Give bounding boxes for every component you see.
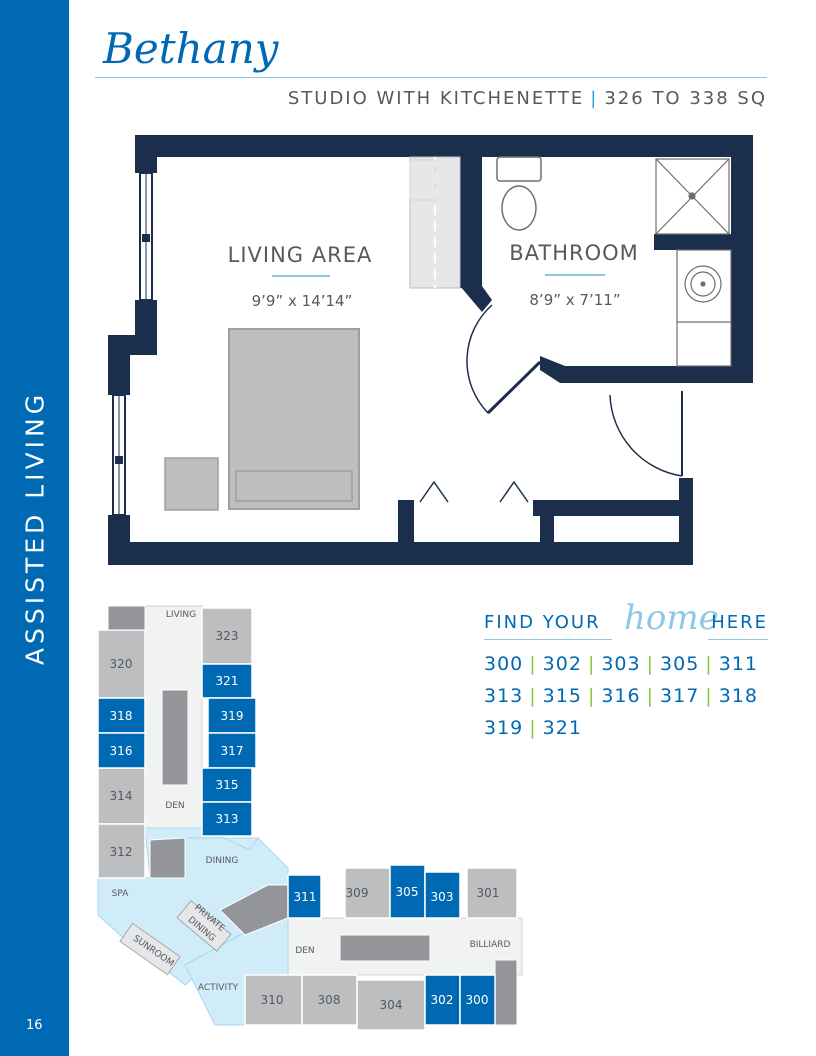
- unit-302: 302: [431, 993, 454, 1007]
- subtitle-separator: |: [590, 88, 599, 109]
- unit-number: 311: [718, 653, 758, 675]
- kitchenette: [409, 156, 461, 289]
- unit-311: 311: [294, 890, 317, 904]
- walls: [108, 135, 753, 565]
- unit-321: 321: [216, 674, 239, 688]
- unit-312: 312: [110, 845, 133, 859]
- find-home-word-3: HERE: [711, 612, 768, 633]
- heading-rule-left: [484, 639, 612, 640]
- bathroom-label: BATHROOM: [509, 241, 639, 265]
- unit-313: 313: [216, 812, 239, 826]
- find-home-heading: FIND YOUR home HERE: [484, 598, 768, 640]
- den-2-label: DEN: [295, 946, 314, 956]
- unit-type: STUDIO WITH KITCHENETTE: [287, 88, 585, 109]
- unit-separator: |: [705, 685, 713, 707]
- activity-label: ACTIVITY: [198, 983, 239, 993]
- title-divider: [95, 77, 767, 78]
- unit-300: 300: [466, 993, 489, 1007]
- nightstand: [164, 457, 219, 511]
- unit-number: 316: [601, 685, 641, 707]
- unit-number: 317: [660, 685, 700, 707]
- unit-number: 315: [542, 685, 582, 707]
- unit-323: 323: [216, 629, 239, 643]
- unit-separator: |: [529, 685, 537, 707]
- unit-304: 304: [380, 998, 403, 1012]
- page-subtitle: STUDIO WITH KITCHENETTE|326 TO 338 SQ: [288, 88, 767, 109]
- doors: [419, 304, 683, 503]
- bathroom-dims: 8’9” x 7’11”: [529, 291, 620, 309]
- unit-310: 310: [261, 993, 284, 1007]
- unit-size: 326 TO 338 SQ: [604, 88, 767, 109]
- gray-blocks: [97, 607, 518, 1031]
- unit-315: 315: [216, 778, 239, 792]
- living-room-label: LIVING: [166, 610, 196, 620]
- unit-305: 305: [396, 885, 419, 899]
- unit-separator: |: [646, 653, 655, 675]
- unit-number: 313: [484, 685, 524, 707]
- living-area-dims: 9’9” x 14’14”: [252, 292, 353, 310]
- unit-number: 319: [484, 717, 524, 739]
- unit-separator: |: [529, 653, 537, 675]
- unit-301: 301: [477, 886, 500, 900]
- heading-rule-right: [708, 639, 768, 640]
- find-home-word-2: home: [624, 598, 719, 638]
- unit-number: 303: [601, 653, 641, 675]
- small-rooms: [119, 900, 232, 976]
- unit-separator: |: [587, 685, 596, 707]
- billiard-label: BILLIARD: [470, 940, 511, 950]
- find-home-word-1: FIND YOUR: [484, 612, 601, 633]
- available-units: [97, 663, 496, 1026]
- unit-separator: |: [646, 685, 655, 707]
- shower: [655, 158, 730, 235]
- unit-number: 300: [484, 653, 524, 675]
- site-map: 320 323 314 312 309 301 310 308 304 321 …: [97, 605, 523, 1031]
- unit-308: 308: [318, 993, 341, 1007]
- unit-number: 302: [542, 653, 582, 675]
- unit-number: 305: [660, 653, 700, 675]
- unit-303: 303: [431, 890, 454, 904]
- unit-320: 320: [110, 657, 133, 671]
- unit-309: 309: [346, 886, 369, 900]
- core-blocks: [107, 605, 518, 1026]
- unit-number: 321: [542, 717, 582, 739]
- unit-separator: |: [587, 653, 596, 675]
- sidebar: ASSISTED LIVING 16: [0, 0, 69, 1056]
- unit-318: 318: [110, 709, 133, 723]
- unit-319: 319: [221, 709, 244, 723]
- unit-316: 316: [110, 744, 133, 758]
- living-area-label: LIVING AREA: [228, 243, 373, 267]
- vanity: [676, 249, 732, 367]
- unit-317: 317: [221, 744, 244, 758]
- page-title: Bethany: [103, 24, 279, 73]
- unit-number: 318: [718, 685, 758, 707]
- unit-314: 314: [110, 789, 133, 803]
- unit-separator: |: [705, 653, 713, 675]
- bed: [228, 328, 360, 510]
- page-number: 16: [26, 1018, 43, 1033]
- toilet: [496, 156, 542, 231]
- unit-separator: |: [529, 717, 537, 739]
- den-label: DEN: [165, 801, 184, 811]
- spa-label: SPA: [112, 889, 130, 899]
- dining-label: DINING: [206, 856, 239, 866]
